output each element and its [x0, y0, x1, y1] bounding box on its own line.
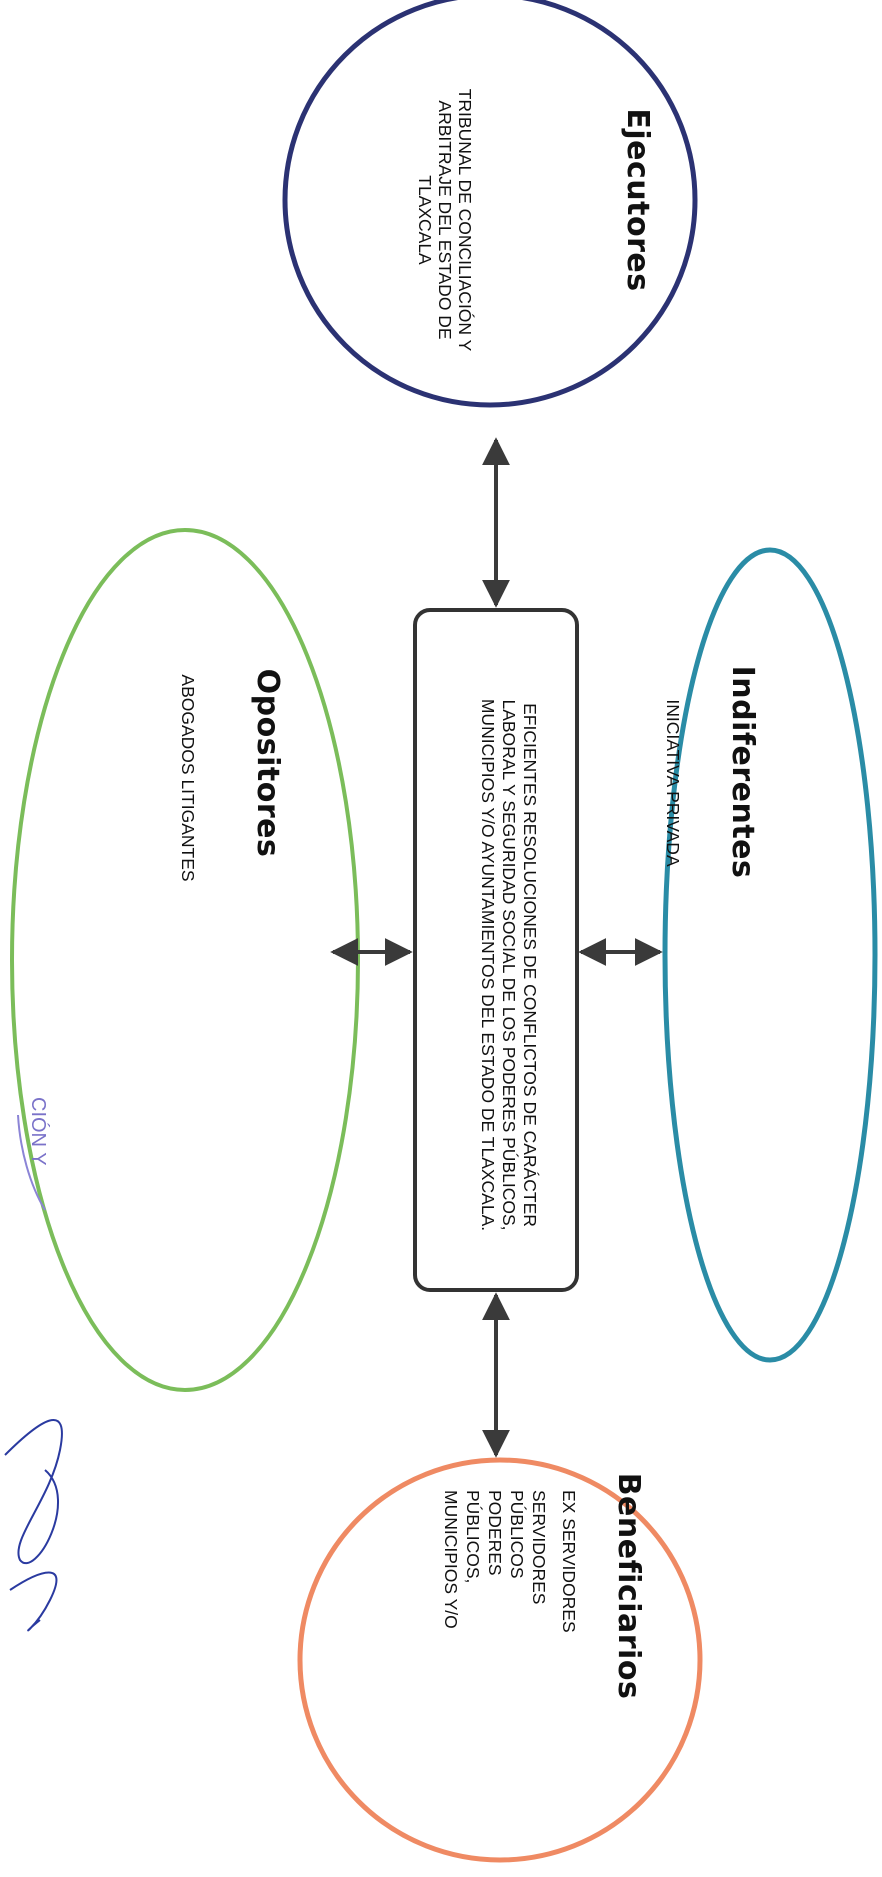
ejecutores-circle [282, 0, 698, 408]
beneficiarios-line: PODERES [485, 1490, 505, 1576]
opositores-title: Opositores [250, 668, 285, 858]
signature-icon [4, 1418, 63, 1632]
beneficiarios-circle [297, 1457, 703, 1863]
beneficiarios-list: EX SERVIDORES SERVIDORES PÚBLICOS PODERE… [370, 1490, 580, 1690]
beneficiarios-line: EX SERVIDORES [559, 1490, 579, 1633]
stamp-text: CIÓN Y [27, 1097, 49, 1166]
stamp-icon [17, 1114, 46, 1211]
indiferentes-text: INICIATIVA PRIVADA [663, 699, 683, 867]
opositores-text: ABOGADOS LITIGANTES [178, 674, 198, 882]
indiferentes-ellipse [662, 547, 878, 1363]
beneficiarios-line: SERVIDORES [529, 1490, 549, 1605]
ejecutores-text: TRIBUNAL DE CONCILIACIÓN Y ARBITRAJE DEL… [415, 88, 475, 352]
center-box [413, 608, 579, 1292]
ejecutores-title: Ejecutores [620, 108, 655, 292]
indiferentes-title: Indiferentes [725, 665, 760, 879]
beneficiarios-line: PÚBLICOS, [463, 1490, 483, 1584]
beneficiarios-line: PÚBLICOS [507, 1490, 527, 1579]
beneficiarios-title: Beneficiarios [611, 1472, 646, 1700]
beneficiarios-line: MUNICIPIOS Y/O [441, 1490, 461, 1629]
center-text: EFICIENTES RESOLUCIONES DE CONFLICTOS DE… [478, 698, 540, 1232]
